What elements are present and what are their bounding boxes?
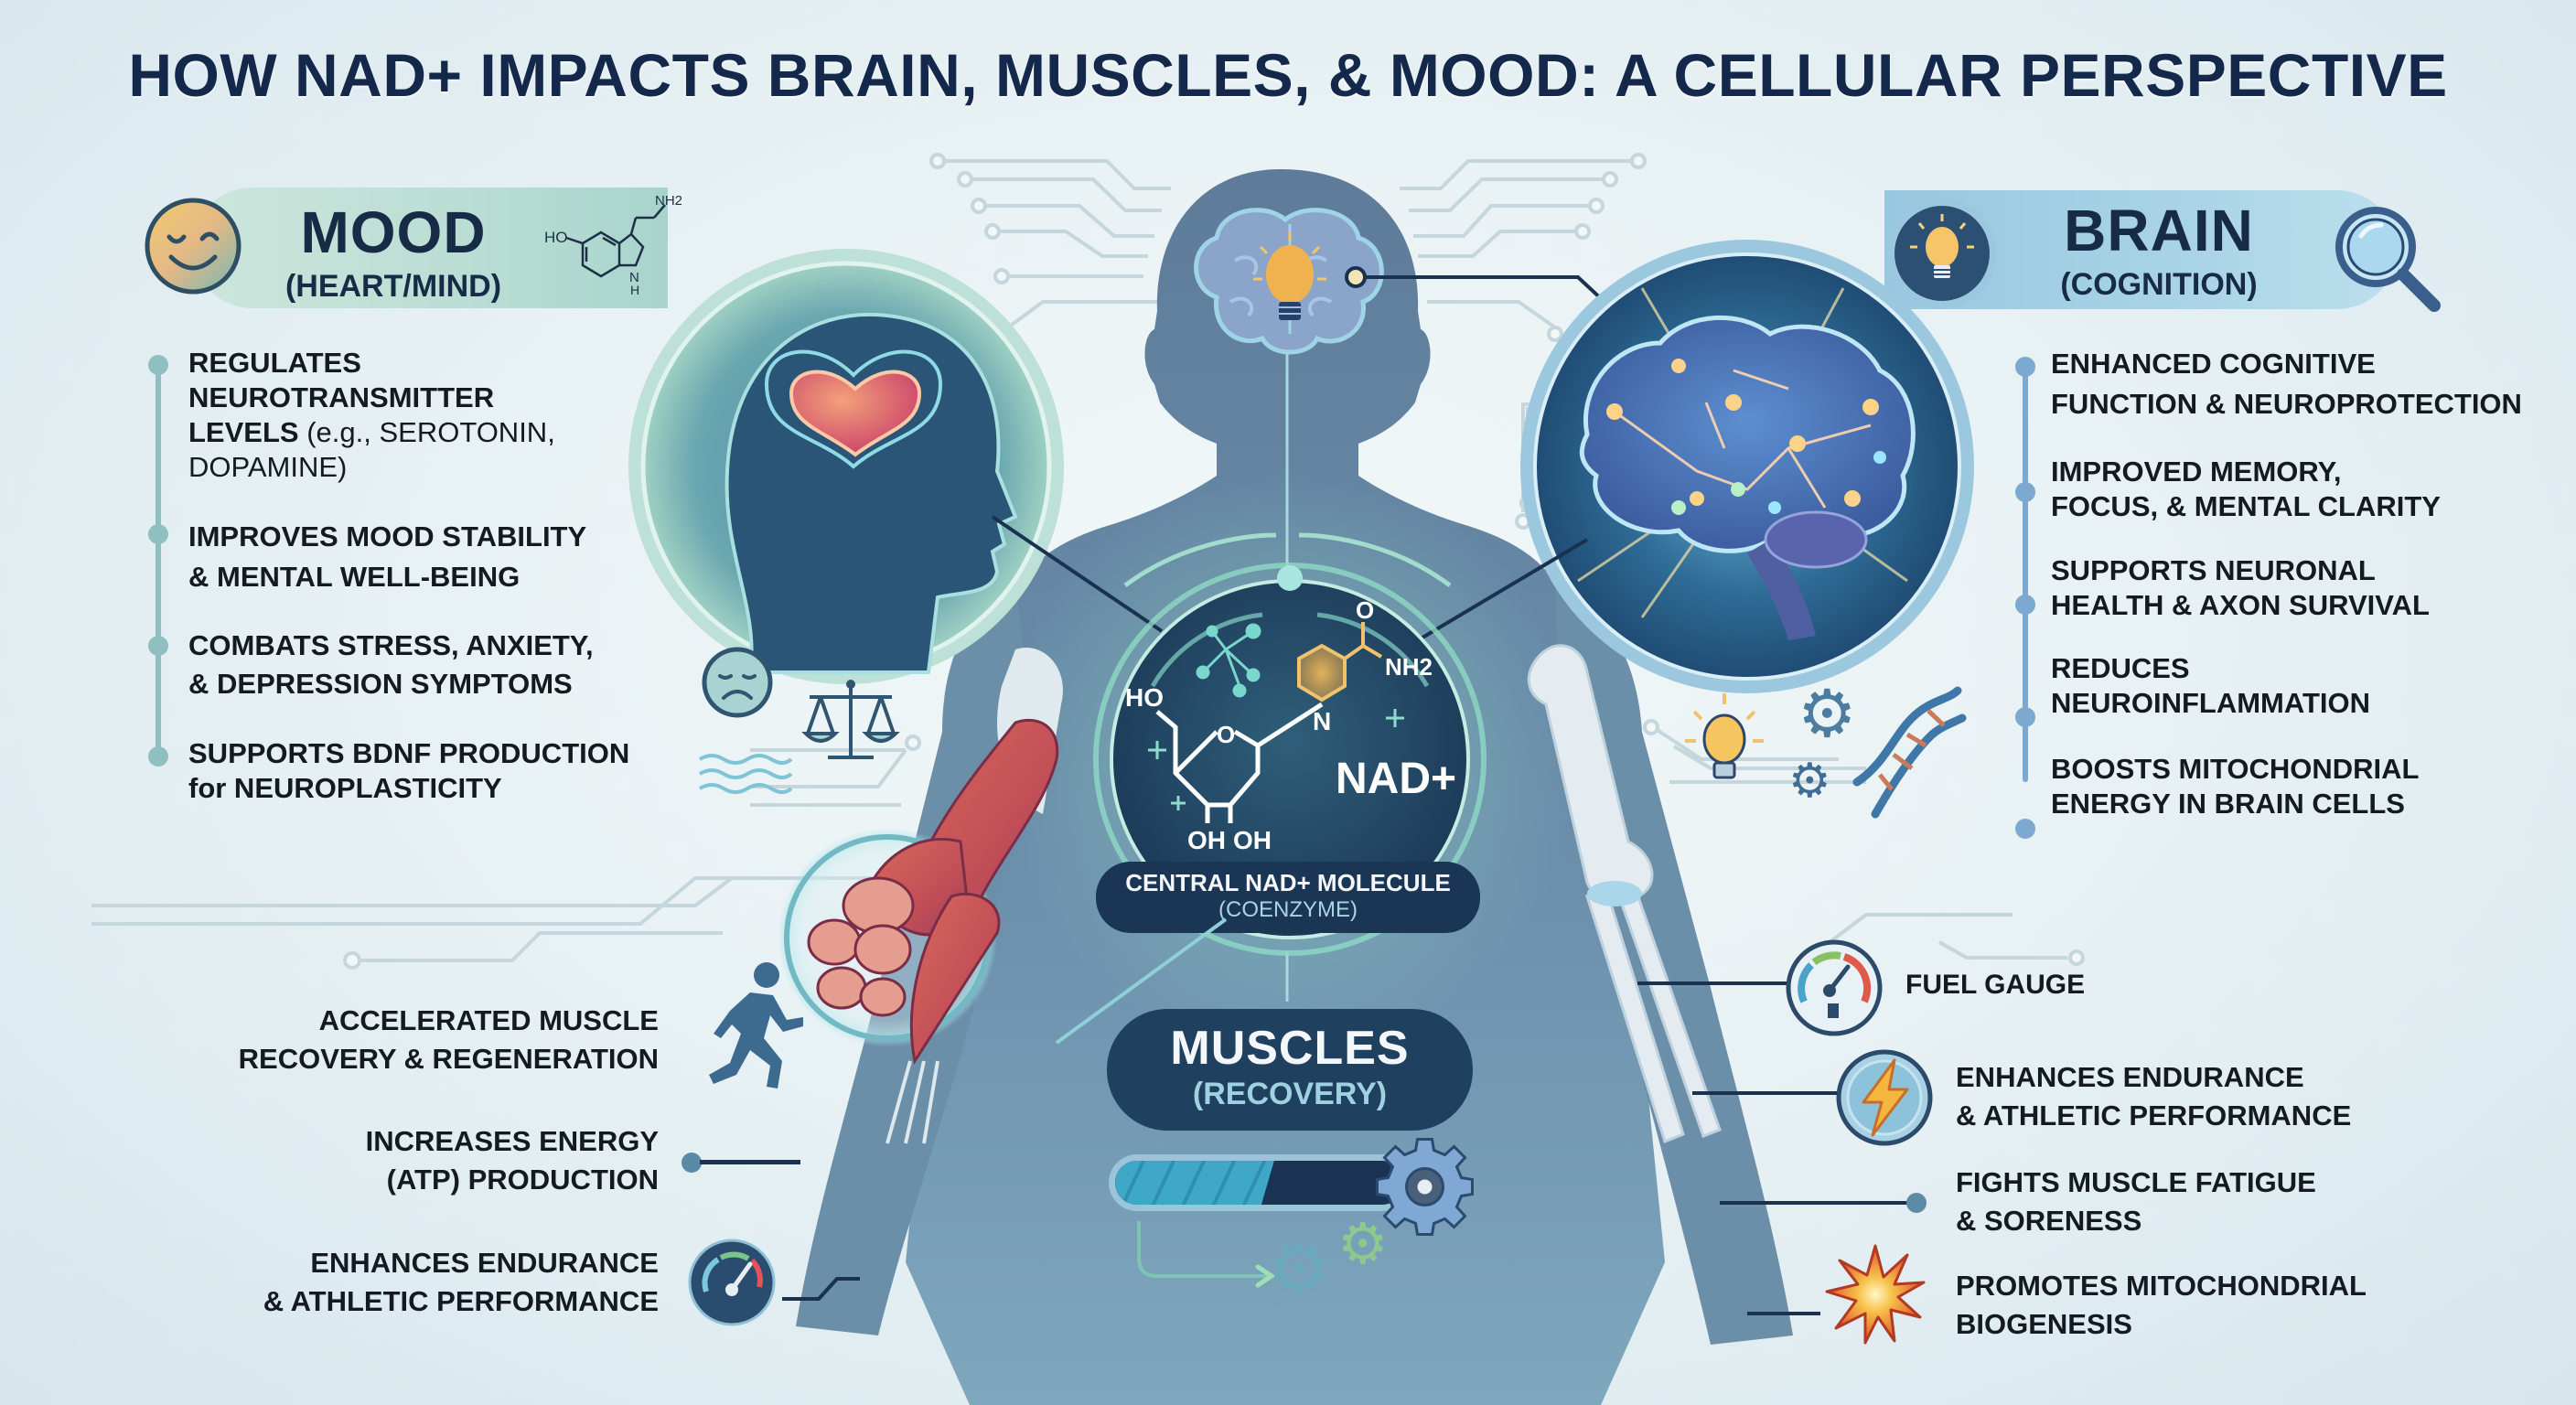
svg-text:N: N	[1313, 707, 1331, 735]
bullet-dot	[2015, 819, 2035, 839]
muscle-right-item-2: ENHANCES ENDURANCE & ATHLETIC PERFORMANC…	[1956, 1061, 2352, 1132]
gear-icon	[1376, 1138, 1474, 1236]
bullet-dot	[2015, 482, 2035, 502]
svg-text:NH2: NH2	[1385, 653, 1433, 681]
connector-line	[1416, 538, 1589, 642]
muscles-header: MUSCLES (RECOVERY)	[1107, 1009, 1473, 1131]
connector-line	[1055, 917, 1228, 1045]
arm-bone-icon	[1527, 644, 1722, 1143]
head-heart-icon	[628, 249, 1064, 684]
muscle-arm-icon	[778, 648, 1063, 1144]
lightbulb-icon	[1685, 693, 1764, 779]
dna-icon	[1852, 686, 1967, 819]
brain-item-3: SUPPORTS NEURONAL HEALTH & AXON SURVIVAL	[2051, 554, 2430, 621]
bullet-dot	[148, 355, 168, 375]
serotonin-molecule-icon: HO NH2 N H	[544, 193, 682, 297]
runner-icon	[709, 962, 803, 1089]
mood-list-timeline	[156, 364, 161, 757]
muscle-left-item-1: ACCELERATED MUSCLE RECOVERY & REGENERATI…	[238, 1004, 659, 1075]
nad-caption: CENTRAL NAD+ MOLECULE (COENZYME)	[1096, 862, 1480, 933]
svg-text:HO: HO	[1125, 683, 1164, 712]
connector-dot	[682, 1153, 702, 1173]
sad-face-icon	[702, 647, 773, 718]
brain-item-1: ENHANCED COGNITIVE FUNCTION & NEUROPROTE…	[2051, 348, 2522, 420]
nad-caption-subtitle: (COENZYME)	[1218, 897, 1358, 922]
muscle-right-item-4: PROMOTES MITOCHONDRIAL BIOGENESIS	[1956, 1270, 2367, 1340]
muscle-right-item-3: FIGHTS MUSCLE FATIGUE & SORENESS	[1956, 1166, 2316, 1237]
gear-icon: ⚙	[1788, 755, 1831, 808]
mood-header-band	[192, 188, 668, 308]
lightning-icon	[1836, 1049, 1933, 1146]
nad-molecule-diagram: HO O N O NH2 OH OH NAD+	[1093, 563, 1487, 956]
lightbulb-icon	[1887, 198, 1997, 308]
brain-network-icon	[1520, 240, 1974, 693]
bullet-dot	[2015, 707, 2035, 727]
nad-label: NAD+	[1336, 755, 1456, 803]
smiley-face-icon	[145, 198, 242, 295]
fuel-gauge-label: FUEL GAUGE	[1905, 970, 2086, 1000]
brain-item-4: REDUCES NEUROINFLAMMATION	[2051, 652, 2370, 719]
muscles-subtitle: (RECOVERY)	[1192, 1077, 1388, 1111]
molecule-ho-label: HO	[544, 229, 568, 246]
brain-subtitle: (COGNITION)	[2060, 267, 2258, 302]
gear-icon: ⚙	[1267, 1228, 1331, 1309]
muscles-title: MUSCLES	[1170, 1022, 1410, 1075]
burst-icon	[1825, 1244, 1926, 1345]
svg-text:O: O	[1356, 596, 1374, 624]
mood-item-4: SUPPORTS BDNF PRODUCTION for NEUROPLASTI…	[188, 737, 630, 804]
connector-lines	[1637, 981, 1927, 1315]
page-title: HOW NAD+ IMPACTS BRAIN, MUSCLES, & MOOD:…	[128, 41, 2448, 109]
svg-text:OH: OH	[1187, 826, 1226, 854]
bullet-dot	[148, 636, 168, 656]
progress-fill	[1115, 1161, 1274, 1205]
gear-icon: ⚙	[1798, 678, 1857, 751]
process-arrow-gears-icon	[1137, 1221, 1276, 1288]
svg-text:OH: OH	[1233, 826, 1272, 854]
molecule-nh2-label: NH2	[655, 193, 682, 209]
head-brain-lightbulb-icon	[1194, 208, 1384, 355]
fuel-gauge-icon	[1786, 939, 1883, 1036]
bullet-dot	[148, 746, 168, 767]
brain-list-timeline	[2023, 366, 2028, 782]
speedometer-icon	[688, 1239, 776, 1326]
svg-text:O: O	[1217, 721, 1235, 748]
bullet-dot	[2015, 357, 2035, 377]
brain-header: BRAIN (COGNITION)	[2022, 201, 2296, 300]
mood-header: MOOD (HEART/MIND)	[261, 203, 526, 302]
gear-icon: ⚙	[1337, 1213, 1389, 1276]
recovery-progress-bar	[1109, 1154, 1411, 1211]
magnifier-icon	[2335, 207, 2441, 312]
mood-item-2: IMPROVES MOOD STABILITY & MENTAL WELL-BE…	[188, 520, 587, 593]
brain-item-5: BOOSTS MITOCHONDRIAL ENERGY IN BRAIN CEL…	[2051, 753, 2420, 820]
nad-caption-title: CENTRAL NAD+ MOLECULE	[1125, 869, 1451, 896]
bullet-dot	[148, 524, 168, 544]
mood-subtitle: (HEART/MIND)	[284, 269, 502, 304]
balance-scale-icon	[801, 680, 900, 759]
mood-title: MOOD	[300, 199, 487, 265]
mood-item-1: REGULATES NEUROTRANSMITTER LEVELS (e.g.,…	[188, 347, 555, 483]
connector-line	[991, 515, 1164, 633]
connector-line	[700, 1160, 800, 1164]
bullet-dot	[2015, 595, 2035, 615]
molecule-h-label: H	[630, 283, 639, 297]
brain-item-2: IMPROVED MEMORY, FOCUS, & MENTAL CLARITY	[2051, 456, 2441, 522]
mood-item-3: COMBATS STRESS, ANXIETY, & DEPRESSION SY…	[188, 629, 594, 700]
muscle-left-item-2: INCREASES ENERGY (ATP) PRODUCTION	[365, 1125, 659, 1196]
connector-line	[782, 1277, 860, 1301]
brain-title: BRAIN	[2064, 198, 2254, 263]
waves-icon	[698, 754, 793, 794]
muscle-left-item-3: ENHANCES ENDURANCE & ATHLETIC PERFORMANC…	[263, 1247, 659, 1317]
molecule-n-label: N	[629, 270, 639, 285]
